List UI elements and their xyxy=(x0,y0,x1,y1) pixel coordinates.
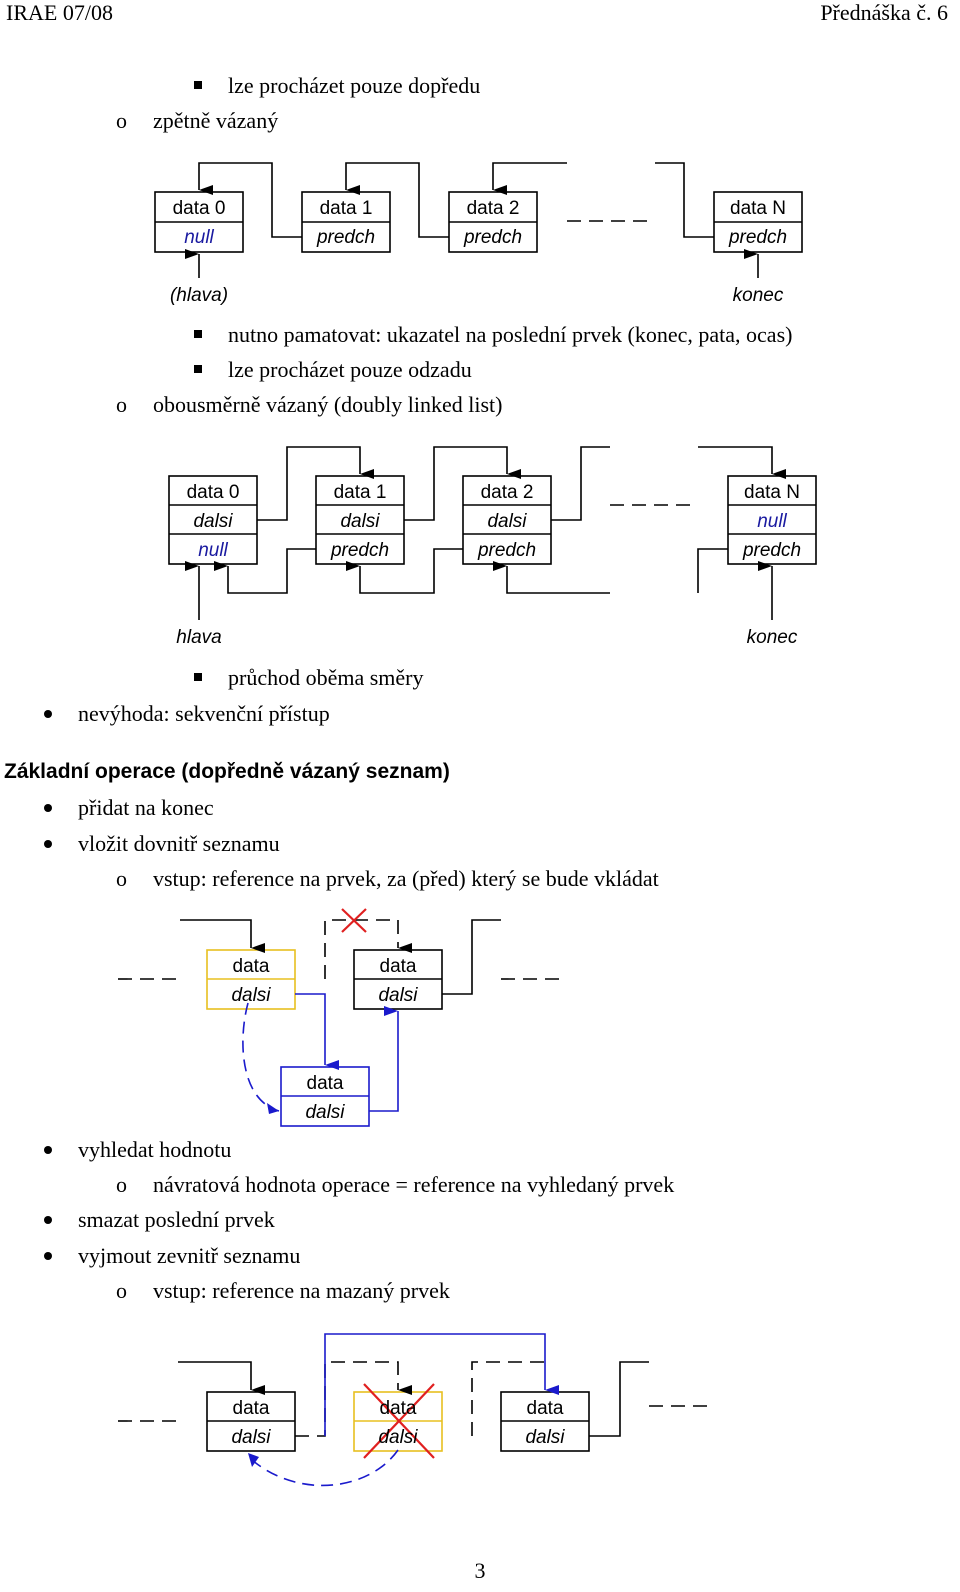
node-data-label: data 0 xyxy=(173,198,226,219)
node-data-label: data 1 xyxy=(320,198,373,219)
o-marker: o xyxy=(116,108,127,133)
head-label: (hlava) xyxy=(170,285,228,306)
node-pointer-label: dalsi xyxy=(231,985,271,1006)
bullet-text: vstup: reference na prvek, za (před) kte… xyxy=(153,866,659,891)
header-right: Přednáška č. 6 xyxy=(820,0,948,25)
diagram-backward-labels: data 0 null data 1 predch data 2 predch … xyxy=(170,198,787,306)
node-data-label: data N xyxy=(730,198,786,219)
bullet-text: nevýhoda: sekvenční přístup xyxy=(78,701,330,726)
node-data-label: data xyxy=(527,1398,564,1419)
node-pointer-label: dalsi xyxy=(340,511,380,532)
bullet-dot xyxy=(44,804,52,812)
node-null-label: null xyxy=(198,540,228,561)
node-pointer-label: predch xyxy=(728,227,787,248)
node-pointer-label: dalsi xyxy=(193,511,233,532)
bullet-dot xyxy=(44,1146,52,1154)
bullet-text: vyhledat hodnotu xyxy=(78,1137,232,1162)
page-number: 3 xyxy=(474,1558,486,1583)
node-data-label: data xyxy=(380,1398,417,1419)
node-pointer-label: predch xyxy=(477,540,536,561)
node-data-label: data N xyxy=(744,482,800,503)
head-label: hlava xyxy=(176,627,221,648)
bullet-dot xyxy=(44,840,52,848)
o-marker: o xyxy=(116,392,127,417)
tail-label: konec xyxy=(747,627,798,648)
o-marker: o xyxy=(116,1278,127,1303)
diagram-doubly-list xyxy=(168,446,817,620)
node-null-label: null xyxy=(757,511,787,532)
node-data-label: data xyxy=(233,956,270,977)
bullet-text: návratová hodnota operace = reference na… xyxy=(153,1172,675,1197)
bullet-dot xyxy=(44,1252,52,1260)
bullet-text: vstup: reference na mazaný prvek xyxy=(153,1278,450,1303)
node-null-label: null xyxy=(184,227,214,248)
diagram-insert-labels: data dalsi data dalsi data dalsi xyxy=(231,956,418,1123)
o-marker: o xyxy=(116,866,127,891)
bullet-text: vyjmout zevnitř seznamu xyxy=(78,1243,301,1268)
node-pointer-label: dalsi xyxy=(378,985,418,1006)
bullet-text: smazat poslední prvek xyxy=(78,1207,275,1232)
bullet-text: nutno pamatovat: ukazatel na poslední pr… xyxy=(193,322,793,347)
node-pointer-label: dalsi xyxy=(487,511,527,532)
node-data-label: data xyxy=(307,1073,344,1094)
section-heading: Základní operace (dopředně vázaný seznam… xyxy=(4,760,450,783)
bullet-text: přidat na konec xyxy=(78,795,214,820)
bullet-text: lze procházet pouze odzadu xyxy=(194,357,472,382)
node-data-label: data xyxy=(380,956,417,977)
diagram-remove xyxy=(118,1333,710,1487)
bullet-dot xyxy=(44,1216,52,1224)
diagram-doubly-labels: data 0 dalsi null data 1 dalsi predch da… xyxy=(176,482,801,648)
bullet-text: zpětně vázaný xyxy=(153,108,279,133)
node-pointer-label: predch xyxy=(316,227,375,248)
node-pointer-label: predch xyxy=(463,227,522,248)
bullet-text: průchod oběma směry xyxy=(194,665,424,690)
node-pointer-label: dalsi xyxy=(305,1102,345,1123)
header-left: IRAE 07/08 xyxy=(6,0,113,25)
bullet-text: lze procházet pouze dopředu xyxy=(193,73,481,98)
node-pointer-label: predch xyxy=(330,540,389,561)
node-data-label: data xyxy=(233,1398,270,1419)
node-pointer-label: dalsi xyxy=(231,1427,271,1448)
node-pointer-label: dalsi xyxy=(378,1427,418,1448)
node-data-label: data 1 xyxy=(334,482,387,503)
bullet-text: obousměrně vázaný (doubly linked list) xyxy=(153,392,503,417)
node-pointer-label: dalsi xyxy=(525,1427,565,1448)
o-marker: o xyxy=(116,1172,127,1197)
node-data-label: data 2 xyxy=(481,482,534,503)
diagram-backward-list xyxy=(154,162,803,278)
tail-label: konec xyxy=(733,285,784,306)
node-data-label: data 2 xyxy=(467,198,520,219)
node-pointer-label: predch xyxy=(742,540,801,561)
bullet-text: vložit dovnitř seznamu xyxy=(78,831,280,856)
bullet-dot xyxy=(44,710,52,718)
diagram-remove-labels: data dalsi data dalsi data dalsi xyxy=(231,1398,565,1448)
node-data-label: data 0 xyxy=(187,482,240,503)
diagram-insert xyxy=(118,908,562,1127)
